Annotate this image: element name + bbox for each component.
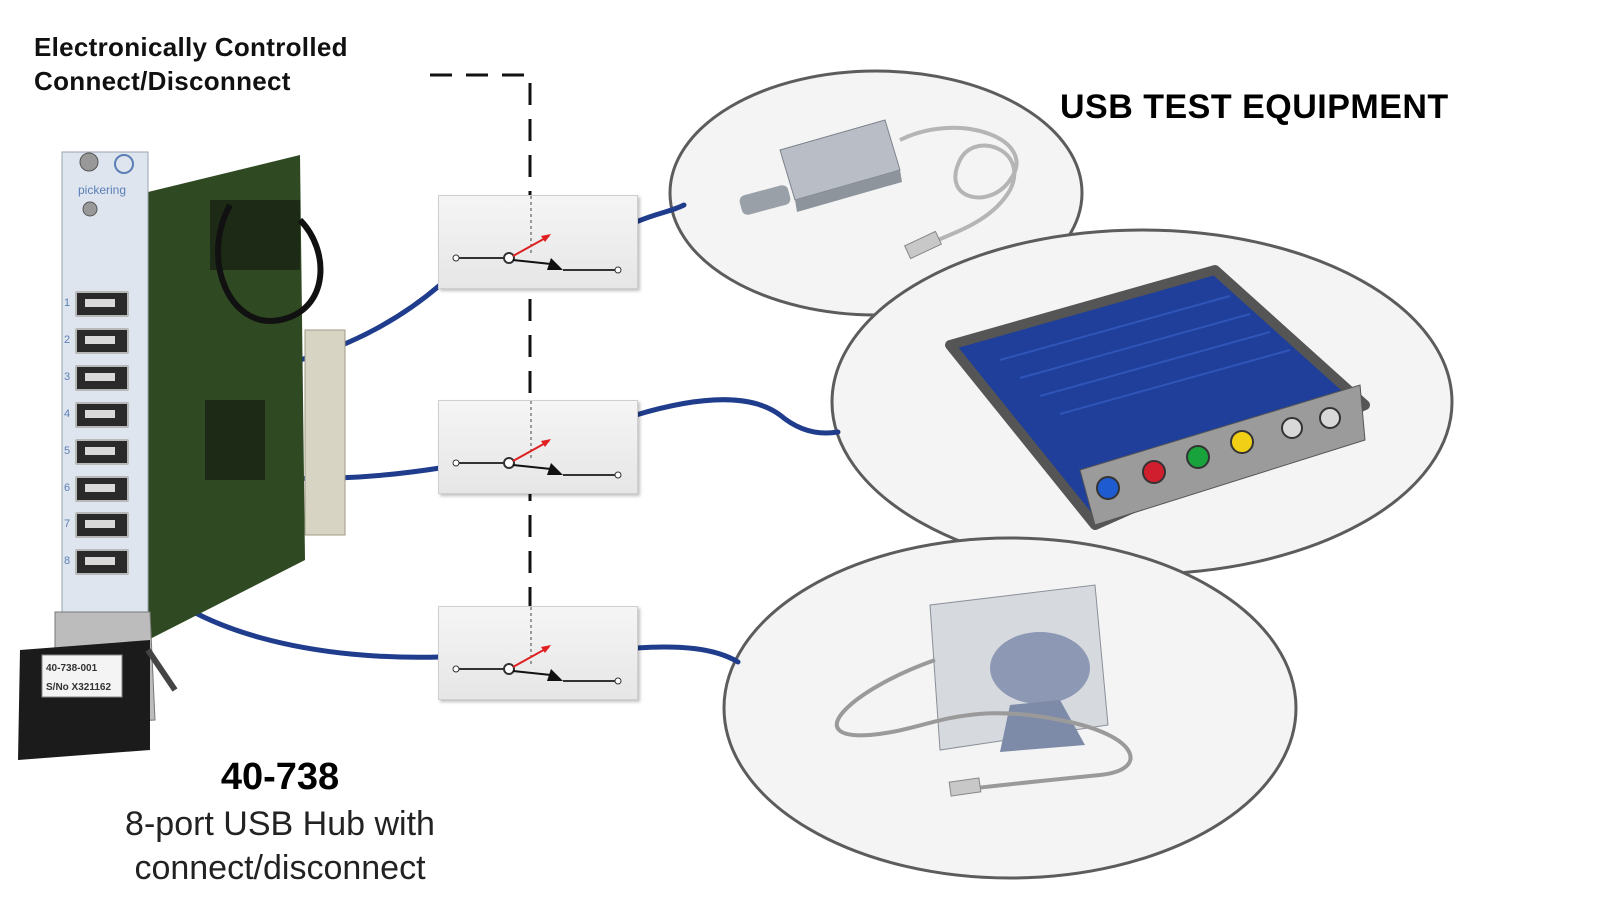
cable-out1 <box>633 202 687 225</box>
usb-oscilloscope <box>945 265 1370 530</box>
switch-symbol-icon <box>452 401 622 479</box>
port-number-3: 3 <box>64 371 71 383</box>
card-brand: pickering <box>78 183 126 197</box>
usb-power-sensor <box>739 119 1019 260</box>
control-label: Electronically Controlled Connect/Discon… <box>34 30 348 98</box>
switch-3 <box>438 606 638 700</box>
usb-port-1 <box>75 291 129 317</box>
port-number-4: 4 <box>64 408 71 420</box>
usb-port-4 <box>75 402 129 428</box>
port-number-5: 5 <box>64 445 71 457</box>
usb-equipment-title: USB TEST EQUIPMENT <box>1060 88 1449 126</box>
port-number-8: 8 <box>64 555 71 567</box>
switch-2 <box>438 400 638 494</box>
port-number-1: 1 <box>64 297 71 309</box>
control-label-line1: Electronically Controlled <box>34 32 348 62</box>
card-serial-label: S/No X321162 <box>46 682 111 693</box>
switch-1 <box>438 195 638 289</box>
card-part-label: 40-738-001 <box>46 663 98 674</box>
usb-port-7 <box>75 512 129 538</box>
control-line <box>430 73 532 620</box>
usb-data-logger <box>834 584 1133 797</box>
port-number-2: 2 <box>64 334 71 346</box>
model-description: 8-port USB Hub with connect/disconnect <box>0 802 560 890</box>
switch-symbol-icon <box>452 607 622 685</box>
cable-out2 <box>633 397 841 436</box>
model-description-line2: connect/disconnect <box>134 849 426 887</box>
cable-out3 <box>633 644 741 665</box>
model-description-line1: 8-port USB Hub with <box>125 805 435 843</box>
usb-port-5 <box>75 439 129 465</box>
usb-port-3 <box>75 365 129 391</box>
port-number-6: 6 <box>64 482 71 494</box>
port-number-7: 7 <box>64 518 71 530</box>
switch-symbol-icon <box>452 196 622 274</box>
usb-port-2 <box>75 328 129 354</box>
model-number: 40-738 <box>220 756 340 798</box>
usb-port-6 <box>75 476 129 502</box>
control-label-line2: Connect/Disconnect <box>34 66 291 96</box>
usb-port-8 <box>75 549 129 575</box>
